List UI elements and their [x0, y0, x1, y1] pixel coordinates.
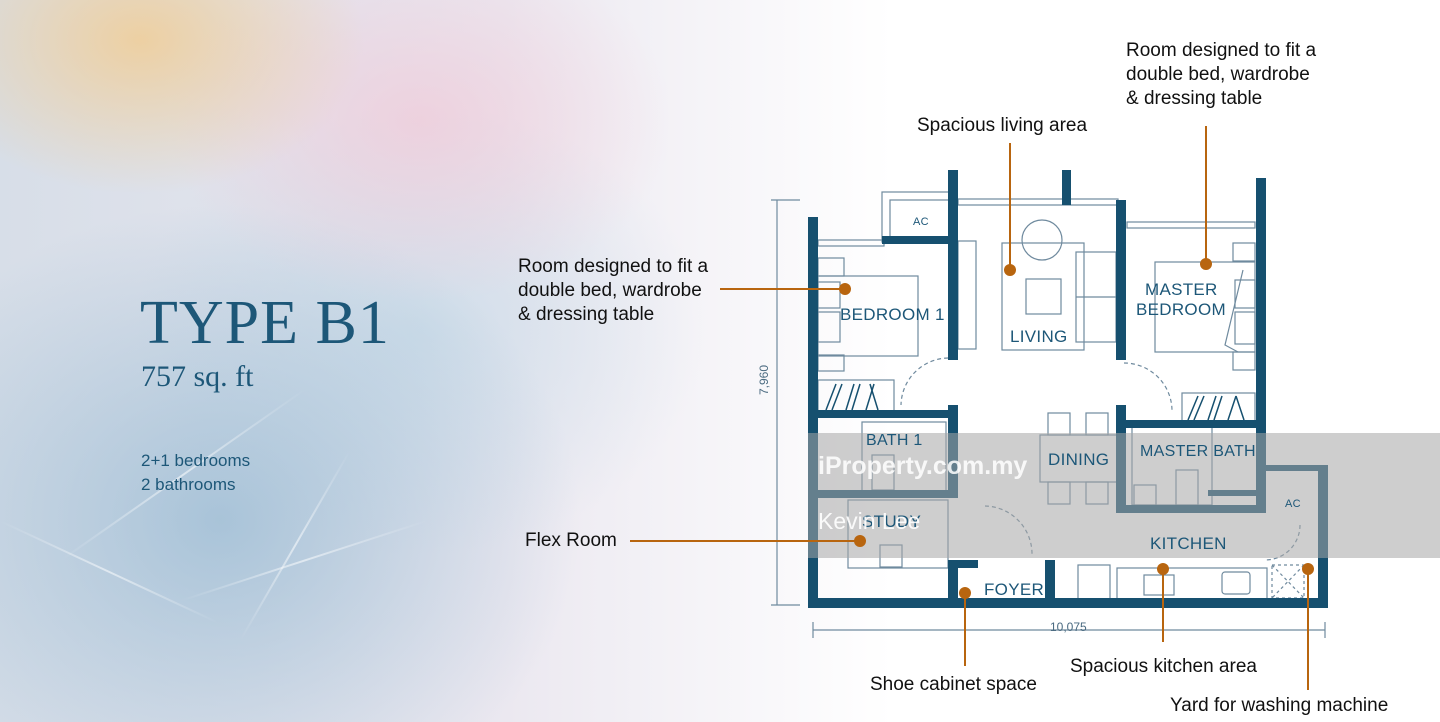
- watermark-band: [808, 433, 1440, 558]
- callout-bedroom1: Room designed to fit a double bed, wardr…: [518, 256, 709, 325]
- room-label-bath1: BATH 1: [866, 432, 923, 449]
- unit-specs: 2+1 bedrooms 2 bathrooms: [141, 449, 250, 497]
- room-label-ac-yard: AC: [1285, 498, 1301, 510]
- callout-yard: Yard for washing machine: [1170, 695, 1389, 716]
- room-label-master-bath: MASTER BATH: [1140, 443, 1256, 460]
- room-label-dining: DINING: [1048, 450, 1110, 469]
- unit-type-title: TYPE B1: [140, 289, 390, 357]
- callout-shoe-cabinet: Shoe cabinet space: [870, 674, 1037, 695]
- bathroom-count: 2 bathrooms: [141, 475, 236, 494]
- callout-master-bedroom: Room designed to fit a double bed, wardr…: [1126, 40, 1317, 109]
- room-label-study: STUDY: [862, 512, 922, 531]
- watermark-agent: Kevin Lee: [818, 508, 921, 534]
- room-label-bedroom1: BEDROOM 1: [840, 305, 945, 324]
- callout-kitchen: Spacious kitchen area: [1070, 656, 1257, 677]
- room-label-living: LIVING: [1010, 327, 1068, 346]
- room-label-master-bedroom-1: MASTER: [1145, 280, 1218, 299]
- room-label-foyer: FOYER: [984, 580, 1045, 599]
- room-label-master-bedroom-2: BEDROOM: [1136, 300, 1226, 319]
- callout-flex-room: Flex Room: [525, 530, 617, 551]
- dimension-width: 10,075: [1050, 620, 1087, 634]
- room-label-kitchen: KITCHEN: [1150, 534, 1227, 553]
- callout-living: Spacious living area: [917, 115, 1088, 136]
- watermark-logo: iProperty.com.my: [818, 452, 1028, 480]
- unit-area: 757 sq. ft: [141, 360, 254, 393]
- room-label-ac-top: AC: [913, 216, 929, 228]
- bedroom-count: 2+1 bedrooms: [141, 451, 251, 470]
